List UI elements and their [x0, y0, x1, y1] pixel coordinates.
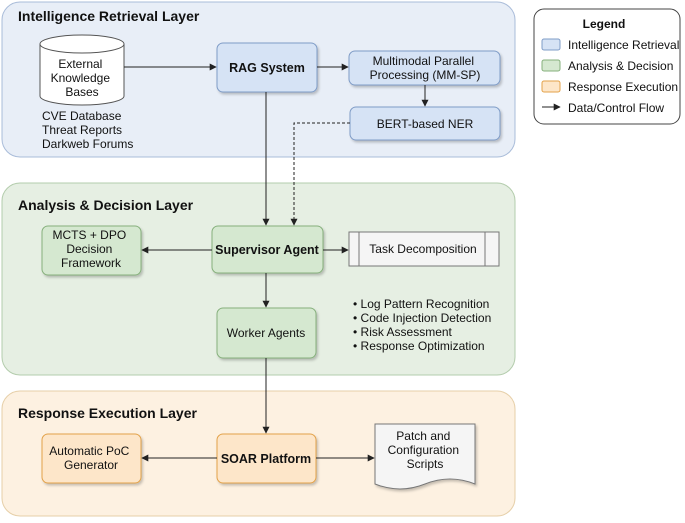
intel-layer-title: Intelligence Retrieval Layer — [18, 8, 200, 24]
poc-generator-label: Automatic PoC Generator — [49, 444, 132, 472]
patch-scripts-document: Patch and Configuration Scripts — [374, 423, 476, 490]
external-kb-line-3: Bases — [65, 85, 98, 99]
legend-swatch-intel — [541, 38, 561, 51]
mcts-dpo-node — [41, 225, 142, 276]
legend-title: Legend — [583, 17, 626, 31]
supervisor-agent-label: Supervisor Agent — [215, 243, 320, 257]
legend-item-response: Response Execution — [568, 80, 678, 94]
legend-swatch-analysis — [541, 59, 561, 72]
worker-agents-label: Worker Agents — [227, 326, 305, 340]
legend-item-analysis: Analysis & Decision — [568, 59, 673, 73]
bert-ner-label: BERT-based NER — [377, 117, 474, 131]
mmsp-label: Multimodal Parallel Processing (MM-SP) — [370, 54, 481, 82]
svg-text:External Knowledge: External Knowledge Bases — [51, 57, 114, 99]
response-layer-title: Response Execution Layer — [18, 405, 198, 421]
external-kb-line-2: Knowledge — [51, 71, 111, 85]
worker-tasks-list: • Log Pattern Recognition • Code Injecti… — [353, 297, 495, 353]
rag-system-label: RAG System — [229, 61, 305, 75]
legend-swatch-response — [541, 80, 561, 93]
task-decomposition-node: Task Decomposition — [348, 231, 500, 267]
mcts-dpo-label: MCTS + DPO Decision Framework — [52, 228, 129, 270]
patch-scripts-label: Patch and Configuration Scripts — [388, 429, 463, 471]
task-decomposition-label: Task Decomposition — [369, 242, 476, 256]
legend-item-flow: Data/Control Flow — [568, 101, 664, 115]
arrow-ner-to-supervisor-dashed — [290, 122, 350, 226]
poc-generator-node — [41, 433, 142, 484]
kb-sources-list: CVE Database Threat Reports Darkweb Foru… — [42, 109, 133, 151]
legend-item-intel: Intelligence Retrieval — [568, 38, 679, 52]
soar-platform-label: SOAR Platform — [221, 452, 311, 466]
legend: Legend Intelligence Retrieval Analysis &… — [533, 8, 681, 125]
external-kb-line-1: External — [58, 57, 102, 71]
external-knowledge-bases-cylinder: External Knowledge Bases — [39, 34, 125, 106]
analysis-layer-title: Analysis & Decision Layer — [18, 197, 194, 213]
